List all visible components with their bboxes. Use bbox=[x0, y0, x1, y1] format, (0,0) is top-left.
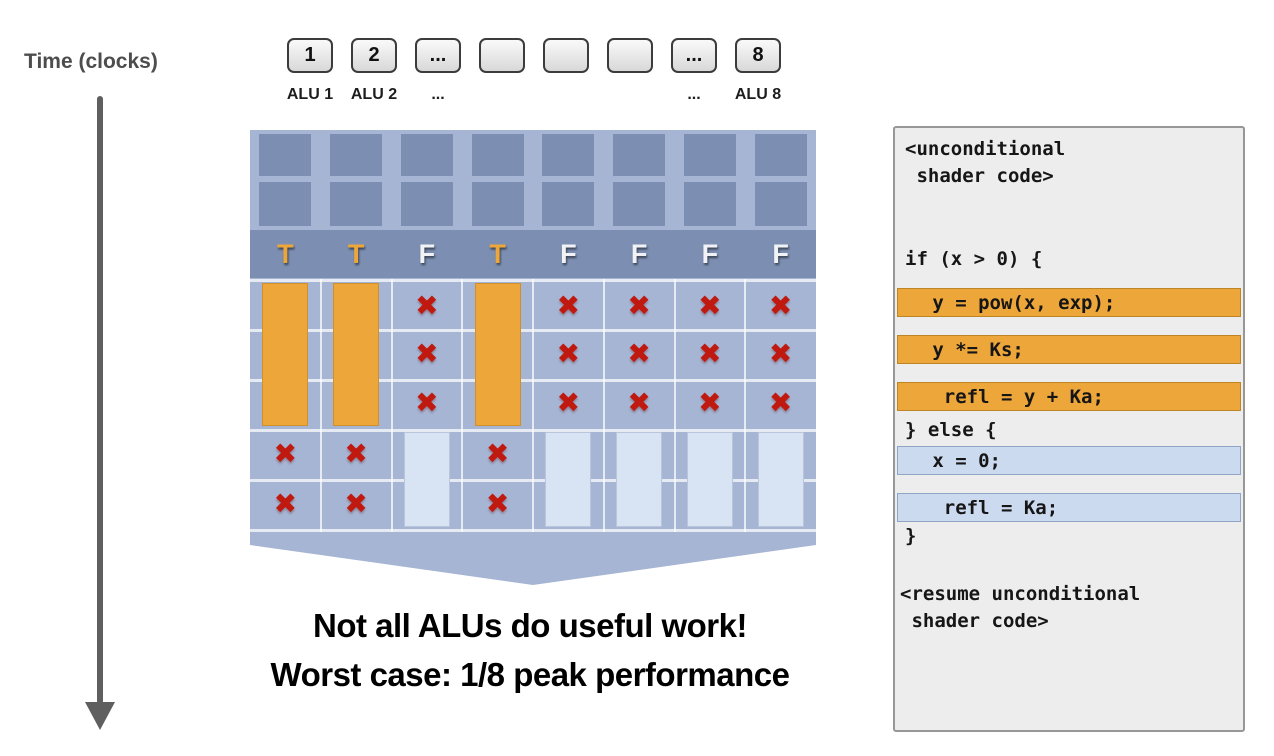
mask-value: F bbox=[772, 239, 789, 269]
code-line: } bbox=[905, 525, 917, 547]
masked-idle-x-icon: ✖ bbox=[556, 386, 581, 419]
alu-box-blank bbox=[543, 38, 589, 73]
mask-value: F bbox=[418, 239, 436, 269]
masked-idle-x-icon: ✖ bbox=[698, 386, 722, 419]
alu-box-ellipsis: ... bbox=[671, 38, 717, 73]
unconditional-exec-bar bbox=[542, 134, 595, 176]
masked-idle-x-icon: ✖ bbox=[627, 289, 651, 322]
mask-value: T bbox=[277, 239, 294, 269]
time-axis-label: Time (clocks) bbox=[24, 50, 158, 73]
unconditional-exec-bar bbox=[400, 134, 453, 176]
lane-grid-line bbox=[744, 279, 747, 532]
code-line-if-highlight: y = pow(x, exp); bbox=[897, 288, 1241, 317]
code-line: <resume unconditional bbox=[900, 583, 1141, 605]
code-line: } else { bbox=[905, 419, 997, 441]
unconditional-exec-bar bbox=[471, 182, 524, 226]
mask-value: F bbox=[560, 239, 577, 269]
time-arrow bbox=[97, 96, 103, 704]
masked-idle-x-icon: ✖ bbox=[415, 386, 439, 419]
code-line-if-highlight: y *= Ks; bbox=[897, 335, 1241, 364]
masked-idle-x-icon: ✖ bbox=[698, 289, 722, 322]
masked-idle-x-icon: ✖ bbox=[344, 437, 368, 470]
unconditional-exec-bar bbox=[542, 182, 595, 226]
unconditional-exec-bar bbox=[683, 182, 736, 226]
lane-grid-line bbox=[602, 279, 605, 532]
lane-grid-line bbox=[673, 279, 676, 532]
else-branch-exec-bar bbox=[616, 432, 663, 527]
masked-idle-x-icon: ✖ bbox=[698, 337, 722, 370]
masked-idle-x-icon: ✖ bbox=[415, 337, 439, 370]
code-line-else-highlight: x = 0; bbox=[897, 446, 1241, 475]
unconditional-exec-bar bbox=[683, 134, 736, 176]
alu-box-8: 8 bbox=[735, 38, 781, 73]
masked-idle-x-icon: ✖ bbox=[273, 487, 298, 520]
alu-box-ellipsis: ... bbox=[415, 38, 461, 73]
code-line: shader code> bbox=[900, 610, 1049, 632]
lane-grid-line bbox=[319, 279, 322, 532]
mask-value: T bbox=[347, 239, 365, 269]
mask-value: T bbox=[489, 239, 506, 269]
unconditional-exec-bar bbox=[259, 182, 312, 226]
masked-idle-x-icon: ✖ bbox=[627, 386, 651, 419]
unconditional-exec-bar bbox=[400, 182, 453, 226]
time-arrow-head-icon bbox=[85, 702, 115, 730]
mask-value: F bbox=[701, 239, 719, 269]
alu-label-1: ALU 1 bbox=[286, 86, 334, 103]
masked-idle-x-icon: ✖ bbox=[415, 289, 439, 322]
code-line: shader code> bbox=[905, 165, 1054, 187]
unconditional-exec-bar bbox=[754, 182, 807, 226]
if-branch-exec-bar bbox=[262, 283, 309, 426]
alu-label-8: ALU 8 bbox=[734, 86, 782, 103]
caption-line-1: Not all ALUs do useful work! bbox=[313, 607, 747, 644]
alu-label-ellipsis-left: ... bbox=[431, 86, 445, 103]
if-branch-exec-bar bbox=[474, 283, 521, 426]
code-line-if-highlight: refl = y + Ka; bbox=[897, 382, 1241, 411]
masked-idle-x-icon: ✖ bbox=[768, 337, 793, 370]
else-branch-exec-bar bbox=[545, 432, 592, 527]
unconditional-exec-bar bbox=[330, 182, 383, 226]
unconditional-exec-bar bbox=[613, 182, 666, 226]
code-line-else-highlight: refl = Ka; bbox=[897, 493, 1241, 522]
masked-idle-x-icon: ✖ bbox=[556, 337, 581, 370]
unconditional-exec-bar bbox=[754, 134, 807, 176]
code-line: if (x > 0) { bbox=[905, 248, 1043, 270]
mask-value: F bbox=[630, 239, 648, 269]
unconditional-exec-bar bbox=[330, 134, 383, 176]
unconditional-exec-bar bbox=[613, 134, 666, 176]
alu-box-1: 1 bbox=[287, 38, 333, 73]
masked-idle-x-icon: ✖ bbox=[556, 289, 581, 322]
alu-box-blank bbox=[479, 38, 525, 73]
lane-grid-line bbox=[532, 279, 534, 532]
lane-grid-line bbox=[461, 279, 464, 532]
alu-box-2: 2 bbox=[351, 38, 397, 73]
code-line: <unconditional bbox=[905, 138, 1066, 160]
alu-box-blank bbox=[607, 38, 653, 73]
alu-label-2: ALU 2 bbox=[350, 86, 398, 103]
masked-idle-x-icon: ✖ bbox=[768, 289, 793, 322]
unconditional-exec-bar bbox=[471, 134, 524, 176]
unconditional-exec-bar bbox=[259, 134, 312, 176]
masked-idle-x-icon: ✖ bbox=[344, 487, 368, 520]
masked-idle-x-icon: ✖ bbox=[768, 386, 793, 419]
else-branch-exec-bar bbox=[403, 432, 450, 527]
if-branch-exec-bar bbox=[333, 283, 380, 426]
simd-execution-grid: T ✖ ✖ T ✖ ✖ F ✖ ✖ ✖ T ✖ ✖ F ✖ ✖ ✖ F ✖ ✖ ✖ F ✖ ✖ ✖ F ✖ ✖ ✖ bbox=[250, 130, 816, 585]
else-branch-exec-bar bbox=[757, 432, 804, 527]
caption: Not all ALUs do useful work! Worst case:… bbox=[200, 601, 860, 699]
alu-label-ellipsis-right: ... bbox=[687, 86, 701, 103]
else-branch-exec-bar bbox=[686, 432, 733, 527]
shader-code-panel: <unconditional shader code> if (x > 0) {… bbox=[893, 126, 1245, 732]
caption-line-2: Worst case: 1/8 peak performance bbox=[270, 656, 790, 693]
mask-band bbox=[250, 230, 816, 278]
lane-grid-line bbox=[390, 279, 393, 532]
masked-idle-x-icon: ✖ bbox=[273, 437, 298, 470]
masked-idle-x-icon: ✖ bbox=[485, 437, 510, 470]
masked-idle-x-icon: ✖ bbox=[627, 337, 651, 370]
masked-idle-x-icon: ✖ bbox=[485, 487, 510, 520]
